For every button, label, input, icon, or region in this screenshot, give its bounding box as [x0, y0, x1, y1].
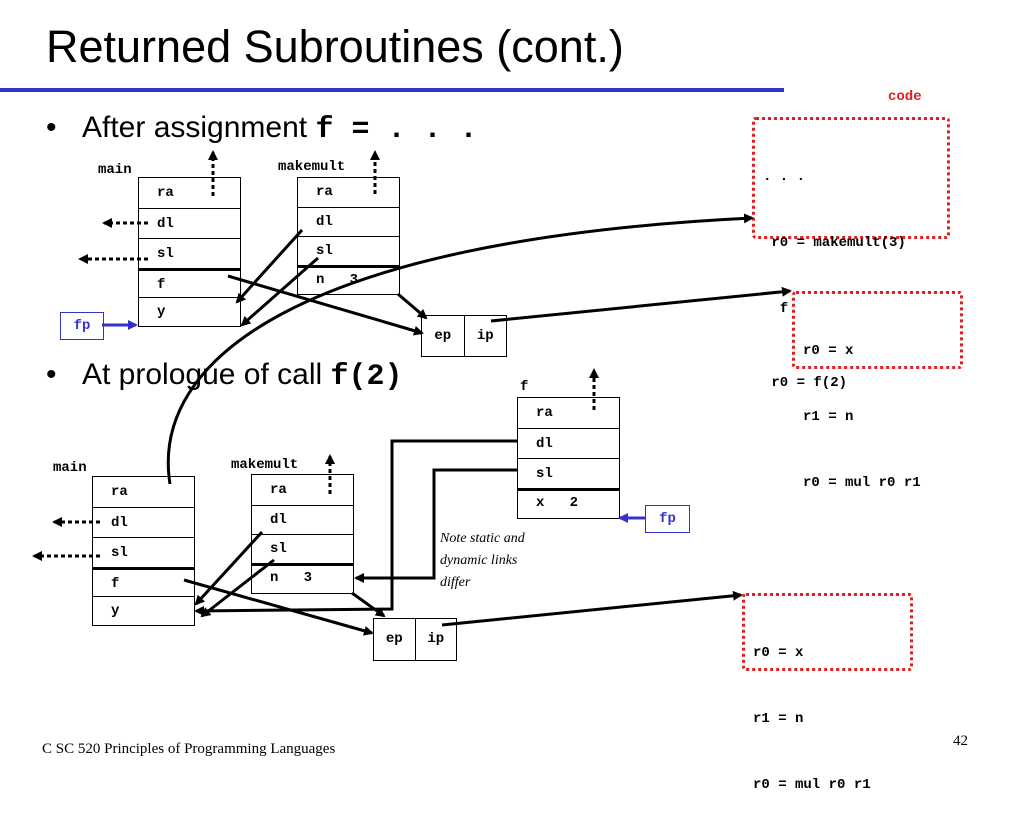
- fp-register-bottom: fp: [645, 505, 690, 533]
- frame-label-makemult: makemult: [278, 159, 346, 175]
- frame-slot-x: x 2: [518, 488, 619, 518]
- pointer-arrow-ip: [490, 286, 792, 323]
- code-line: r0 = f(2): [763, 375, 848, 391]
- dynamic-link-arrow: [194, 439, 517, 616]
- code-line: . . .: [763, 169, 806, 185]
- closure-record-top: ep ip: [421, 315, 507, 357]
- closure-ep: ep: [385, 631, 403, 647]
- footer-course: C SC 520 Principles of Programming Langu…: [42, 741, 336, 757]
- static-link-arrow: [354, 468, 517, 583]
- code-line: r1 = n: [753, 711, 804, 727]
- code-box-main: . . . r0 = makemult(3) f = r0 r0 = f(2): [752, 117, 950, 391]
- code-line: r0 = x: [803, 343, 854, 359]
- code-line: r0 = mul r0 r1: [753, 777, 871, 793]
- pointer-arrow-env: [351, 591, 386, 618]
- frame-slot-f: f: [93, 567, 194, 596]
- return-address-curve: [166, 213, 754, 485]
- stack-frame-f: ra dl sl x 2: [517, 397, 620, 519]
- code-line: r1 = n: [803, 409, 854, 425]
- frame-label-makemult: makemult: [231, 457, 299, 473]
- fp-register-top: fp: [60, 312, 104, 340]
- code-line: r0 = x: [753, 645, 804, 661]
- frame-slot-n: n 3: [252, 563, 353, 593]
- frame-slot-ra: ra: [111, 484, 128, 500]
- frame-slot-dl: dl: [252, 505, 353, 534]
- stack-frame-main: ra dl sl f y: [92, 476, 195, 626]
- note-line: dynamic links: [440, 553, 518, 568]
- frame-slot-dl: dl: [93, 507, 194, 537]
- frame-label-main: main: [98, 162, 132, 178]
- frame-slot-ra: ra: [536, 405, 553, 421]
- frame-slot-f: f: [139, 268, 240, 297]
- arrow-overlay: [32, 150, 792, 636]
- frame-slot-y: y: [139, 297, 240, 326]
- code-line: r0 = makemult(3): [763, 235, 906, 251]
- closure-ep: ep: [434, 328, 452, 344]
- pointer-arrow-env: [397, 292, 428, 320]
- pointer-arrow-f: [227, 274, 424, 336]
- frame-slot-y: y: [93, 596, 194, 625]
- bullet-dot: •: [46, 358, 57, 391]
- frame-slot-sl: sl: [252, 534, 353, 563]
- bullet-code: f(2): [330, 360, 403, 394]
- closure-ip: ip: [463, 316, 507, 356]
- code-line: r0 = mul r0 r1: [803, 475, 921, 491]
- frame-slot-sl: sl: [298, 236, 399, 265]
- frame-slot-sl: sl: [93, 537, 194, 567]
- bullet-text: After assignment: [82, 111, 316, 144]
- frame-slot-sl: sl: [139, 238, 240, 268]
- link-arrow-dl: [194, 530, 264, 606]
- note-line: Note static and: [440, 531, 525, 546]
- bullet-prologue: • At prologue of call f(2): [46, 357, 403, 395]
- frame-slot-dl: dl: [298, 207, 399, 236]
- frame-slot-ra: ra: [316, 184, 333, 200]
- frame-label-main: main: [53, 460, 87, 476]
- frame-slot-ra: ra: [270, 482, 287, 498]
- code-label: code: [888, 89, 922, 105]
- frame-slot-n: n 3: [298, 265, 399, 294]
- closure-ip: ip: [414, 619, 457, 660]
- link-arrow-dl: [235, 228, 304, 304]
- bullet-dot: •: [46, 111, 57, 144]
- stack-frame-makemult: ra dl sl n 3: [251, 474, 354, 594]
- pointer-arrow-ip: [441, 590, 743, 627]
- stack-frame-main: ra dl sl f y: [138, 177, 241, 327]
- link-arrow-sl: [200, 558, 275, 618]
- code-box-closure-body-1: r0 = x r1 = n r0 = mul r0 r1: [792, 291, 963, 491]
- frame-slot-dl: dl: [139, 208, 240, 238]
- frame-slot-sl: sl: [518, 458, 619, 488]
- title-underline: [0, 88, 784, 92]
- bullet-code: f = . . .: [315, 113, 478, 147]
- frame-label-f: f: [520, 379, 529, 395]
- pointer-arrow-f: [183, 578, 374, 636]
- frame-slot-dl: dl: [518, 428, 619, 458]
- page-number: 42: [953, 733, 968, 749]
- bullet-after-assignment: • After assignment f = . . .: [46, 110, 478, 148]
- note-line: differ: [440, 575, 471, 590]
- slide-title: Returned Subroutines (cont.): [46, 21, 624, 72]
- note-static-dynamic-links: Note static and dynamic links differ: [440, 528, 525, 594]
- frame-slot-ra: ra: [157, 185, 174, 201]
